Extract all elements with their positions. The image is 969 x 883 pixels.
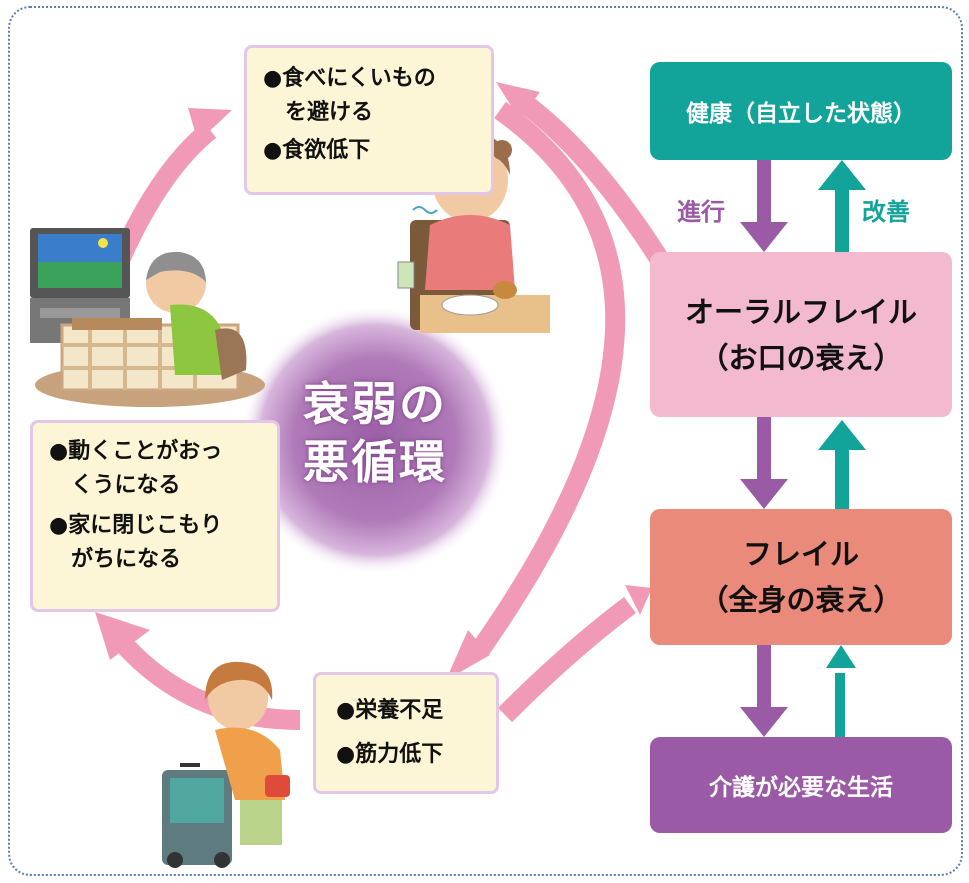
note-bottom: ●栄養不足 ●筋力低下	[313, 672, 499, 794]
note-bottom-line-1: ●栄養不足	[336, 698, 444, 723]
progress-label: 進行	[677, 198, 725, 226]
stage-care-label: 介護が必要な生活	[709, 775, 893, 801]
stage-oral-frail-line-1: オーラルフレイル	[684, 294, 917, 329]
stage-health: 健康（自立した状態）	[650, 62, 952, 160]
note-top-line-1: ●食べにくいもの	[263, 66, 436, 91]
arrowhead-top-left	[188, 108, 232, 142]
stage-care: 介護が必要な生活	[650, 737, 952, 833]
arrowhead-top-right	[496, 82, 540, 120]
stage-frail-line-2: （全身の衰え）	[699, 583, 903, 617]
stage-oral-frail-line-2: （お口の衰え）	[699, 340, 903, 375]
cycle-arrow-bottom-left	[112, 633, 301, 730]
stage-frail: フレイル （全身の衰え）	[650, 509, 952, 645]
improve-label: 改善	[862, 198, 910, 226]
note-left-line-2: くうになる	[49, 473, 181, 498]
dotted-frame	[8, 6, 963, 876]
walker-woman-illustration	[162, 661, 290, 868]
arrowhead-bottom	[446, 630, 490, 680]
cycle-arrow-top-left	[110, 122, 217, 265]
flow-arrows	[740, 160, 866, 738]
cycle-title-line-1: 衰弱の	[303, 377, 447, 431]
cycle-center-circle	[240, 305, 510, 575]
note-top-line-2: を避ける	[263, 100, 374, 125]
stage-oral-frail: オーラルフレイル （お口の衰え）	[650, 252, 952, 417]
note-top: ●食べにくいもの を避ける ●食欲低下	[244, 45, 494, 195]
cycle-arrow-right-arc	[471, 101, 626, 656]
arrowhead-frail	[625, 585, 652, 615]
stage-health-label: 健康（自立した状態）	[686, 101, 916, 127]
cycle-title: 衰弱の 悪循環	[275, 375, 475, 491]
bottom-to-frail-connector	[497, 597, 637, 723]
arrowhead-left	[95, 612, 150, 660]
note-left-line-4: がちになる	[49, 547, 182, 572]
cycle-title-line-2: 悪循環	[303, 435, 447, 489]
note-bottom-line-2: ●筋力低下	[336, 742, 444, 767]
note-left: ●動くことがおっ くうになる ●家に閉じこもり がちになる	[30, 420, 280, 612]
note-top-line-3: ●食欲低下	[263, 138, 371, 163]
oral-to-top-connector	[514, 91, 669, 266]
kotatsu-person-illustration	[30, 228, 265, 407]
stage-frail-line-1: フレイル	[742, 537, 859, 571]
note-left-line-3: ●家に閉じこもり	[49, 513, 223, 538]
note-left-line-1: ●動くことがおっ	[49, 439, 223, 464]
cycle-arrowheads	[95, 82, 652, 680]
